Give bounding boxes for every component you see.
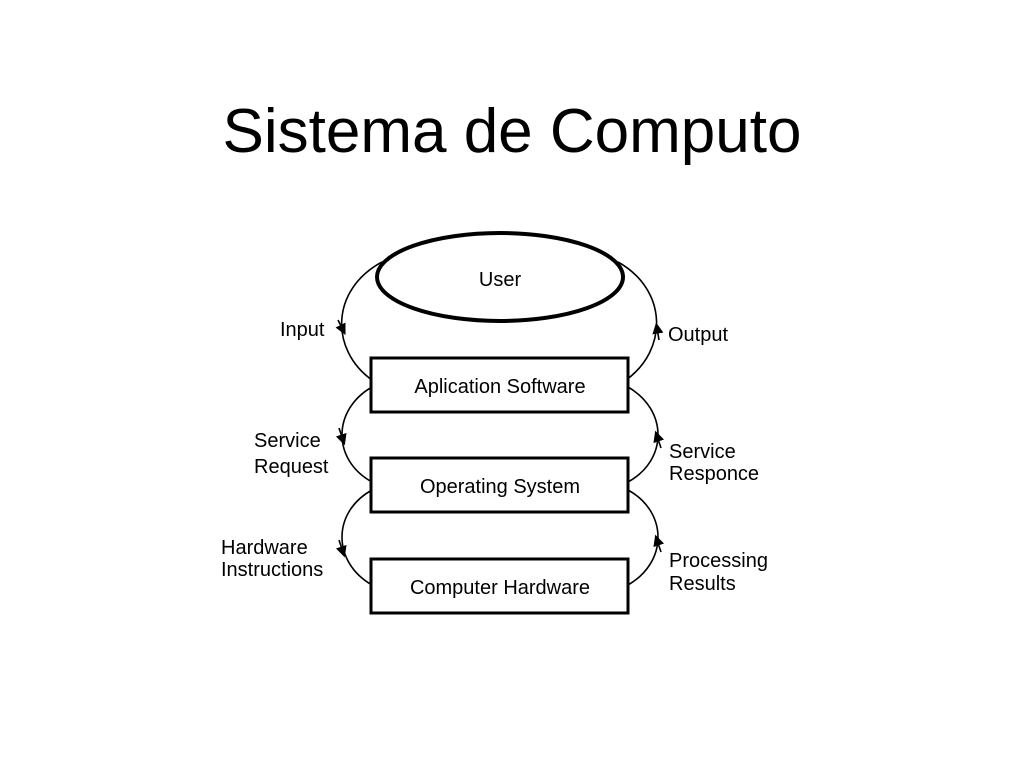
input-arrowhead <box>335 319 346 336</box>
input-label: Input <box>280 319 325 341</box>
processing-results-arrowhead <box>653 534 665 553</box>
output-label: Output <box>668 324 728 346</box>
processing-results-arrow <box>627 489 659 586</box>
service-response-label-line2: Responce <box>669 463 759 485</box>
service-request-label-line2: Request <box>254 456 329 478</box>
service-response-label-line1: Service <box>669 441 736 463</box>
processing-results-label-line1: Processing <box>669 550 768 572</box>
processing-results-label-line2: Results <box>669 573 736 595</box>
service-request-arrow <box>341 386 373 483</box>
computer-hardware-node <box>369 557 630 615</box>
operating-system-label: Operating System <box>420 476 580 498</box>
output-arrowhead <box>652 322 664 341</box>
application-software-node <box>369 356 630 414</box>
slide-title: Sistema de Computo <box>222 97 802 166</box>
service-response-arrow <box>627 386 659 483</box>
hardware-instructions-arrow <box>341 489 373 586</box>
hardware-instructions-arrowhead <box>335 539 347 558</box>
service-request-arrowhead <box>335 427 347 446</box>
service-response-arrowhead <box>653 430 665 449</box>
hardware-instructions-label-line1: Hardware <box>221 537 308 559</box>
computer-hardware-label: Computer Hardware <box>410 577 590 599</box>
user-label: User <box>479 269 522 291</box>
service-request-label-line1: Service <box>254 430 321 452</box>
hardware-instructions-label-line2: Instructions <box>221 559 323 581</box>
input-arrow <box>340 261 383 381</box>
operating-system-node <box>369 456 630 514</box>
output-arrow <box>617 261 658 381</box>
user-node <box>375 231 625 323</box>
application-software-label: Aplication Software <box>414 376 585 398</box>
